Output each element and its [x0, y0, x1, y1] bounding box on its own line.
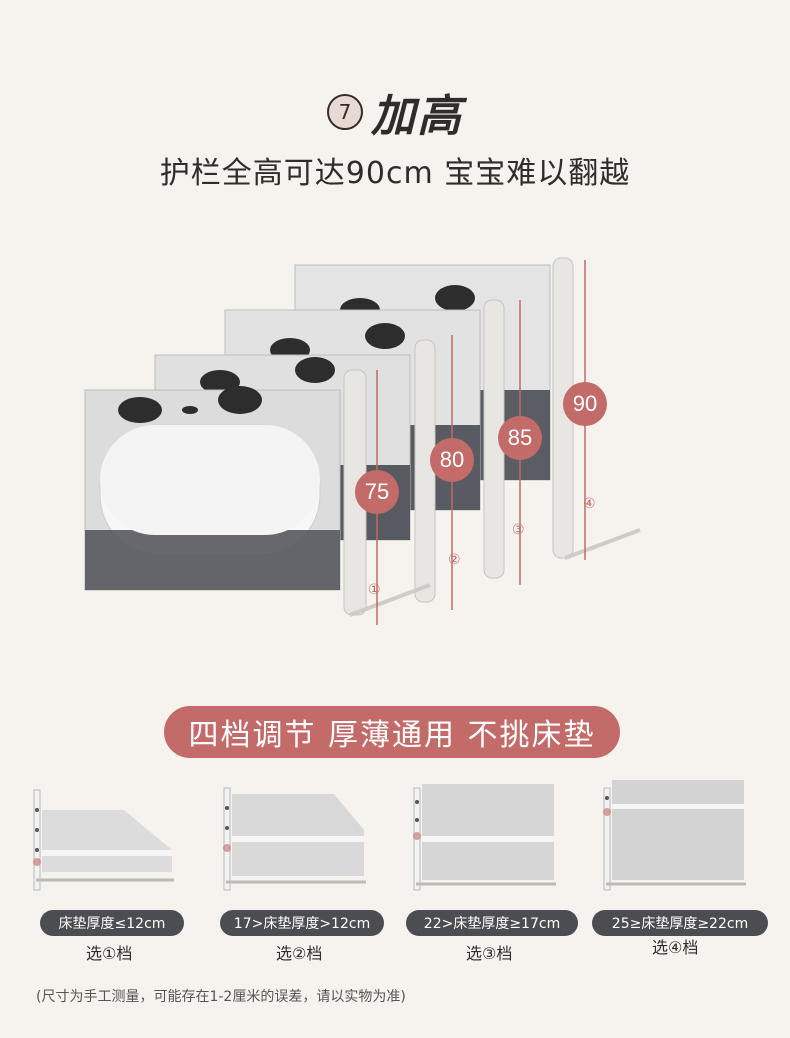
- height-badge-85: 85: [498, 416, 542, 460]
- height-badge-80: 80: [430, 438, 474, 482]
- title-row: 7 加高: [0, 82, 790, 142]
- mattress-option-4: 25≥床垫厚度≥22cm 选④档: [592, 780, 774, 970]
- mattress-options: 床垫厚度≤12cm 选①档 17>床垫厚度>12cm 选②档 22>床垫厚度≥1…: [24, 780, 774, 970]
- mattress-thumbnail-3: [413, 784, 556, 891]
- gear-choice-3: 选③档: [466, 944, 513, 963]
- gear-choice-4: 选④档: [652, 938, 699, 957]
- height-step-4: ④: [583, 496, 596, 512]
- bed-rail-illustration: [84, 257, 641, 625]
- height-step-2: ②: [448, 552, 461, 568]
- mattress-thumbnail-2: [223, 787, 366, 891]
- mattress-thumbnail-4: [603, 780, 746, 891]
- gear-choice-1: 选①档: [86, 944, 133, 963]
- measurement-footnote: (尺寸为手工测量，可能存在1-2厘米的误差，请以实物为准): [36, 989, 406, 1005]
- height-badge-75: 75: [355, 470, 399, 514]
- mattress-thickness-label-4: 25≥床垫厚度≥22cm: [592, 910, 768, 936]
- bed-rail-product-image: 75 80 85 90 ① ② ③ ④: [60, 240, 700, 640]
- page-title: 加高: [371, 91, 463, 142]
- page-subtitle: 护栏全高可达90cm 宝宝难以翻越: [159, 156, 631, 191]
- mattress-option-3: 22>床垫厚度≥17cm 选③档: [404, 780, 584, 970]
- bed-rail-height-1: [84, 369, 431, 617]
- adjustment-banner: 四档调节 厚薄通用 不挑床垫: [164, 706, 620, 758]
- mattress-thickness-label-2: 17>床垫厚度>12cm: [220, 910, 384, 936]
- height-step-3: ③: [512, 522, 525, 538]
- header: 7 加高 护栏全高可达90cm 宝宝难以翻越: [0, 82, 790, 192]
- height-badge-90: 90: [563, 382, 607, 426]
- step-number-badge: 7: [327, 94, 363, 130]
- mattress-option-2: 17>床垫厚度>12cm 选②档: [214, 780, 394, 970]
- mattress-thickness-label-3: 22>床垫厚度≥17cm: [406, 910, 578, 936]
- mattress-option-1: 床垫厚度≤12cm 选①档: [24, 780, 204, 970]
- height-step-1: ①: [368, 582, 381, 598]
- mattress-thumbnail-1: [33, 789, 174, 891]
- mattress-thickness-label-1: 床垫厚度≤12cm: [40, 910, 184, 936]
- gear-choice-2: 选②档: [276, 944, 323, 963]
